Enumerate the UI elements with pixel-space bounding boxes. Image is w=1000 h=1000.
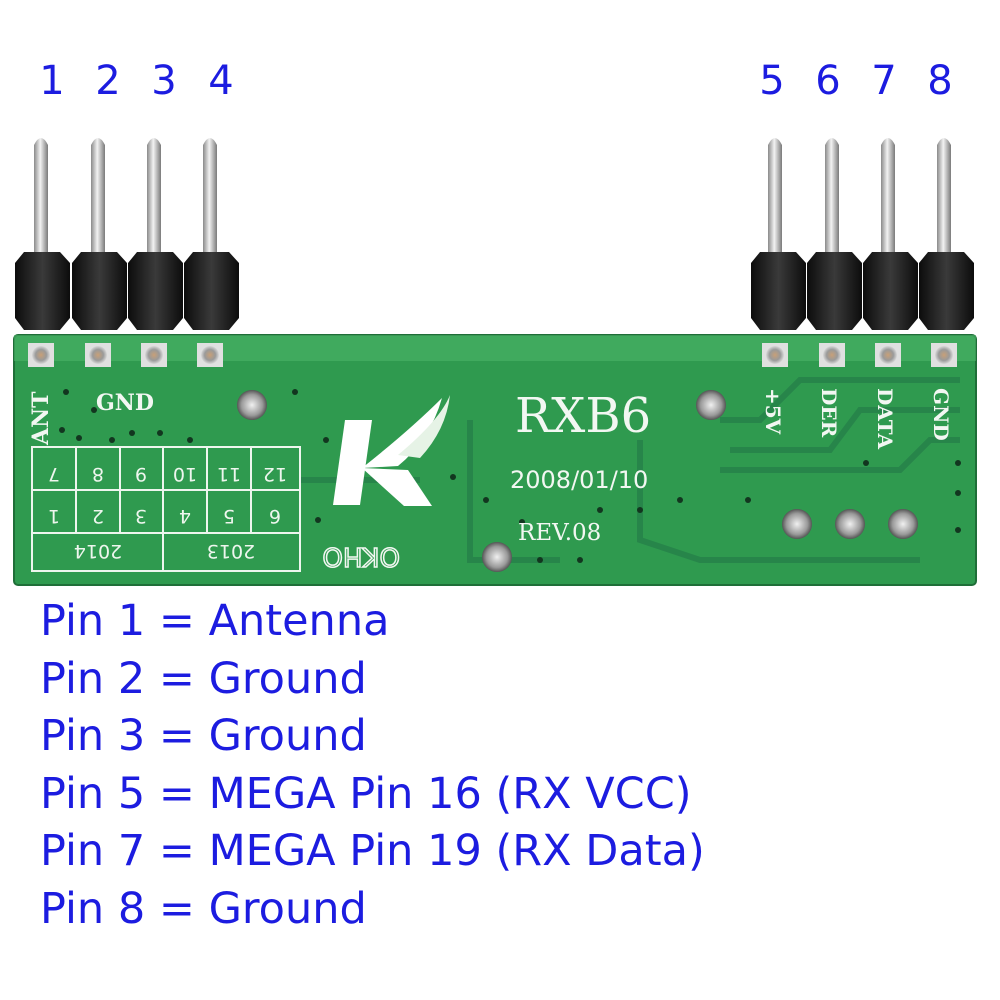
pin-label-der: DER [817,388,841,438]
header-block-left [15,252,239,330]
rxb6-module-illustration: ANT GND 7 8 9 10 11 12 1 2 3 4 5 6 2014 … [13,138,977,586]
pin-label-5v: +5V [761,388,785,435]
grid-number-12: 12 [263,463,287,485]
ant-label: ANT [28,391,54,446]
grid-number-10: 10 [173,463,197,485]
mounting-screws [237,390,918,572]
pin-number-3: 3 [151,58,177,104]
grid-number-7: 7 [48,463,60,485]
pin-number-7: 7 [871,58,897,104]
component-grid [31,446,301,572]
grid-number-11: 11 [217,463,241,485]
pin-number-1: 1 [39,58,65,104]
pcb-vias [59,389,961,563]
pin-description: Pin 3 = Ground [40,711,367,761]
grid-number-9: 9 [135,463,147,485]
solder-pads [28,343,957,367]
grid-number-3: 3 [135,505,147,527]
k-logo [333,395,450,506]
revision-label: REV.08 [518,520,601,546]
pin-description: Pin 1 = Antenna [40,596,390,646]
model-label: RXB6 [515,388,651,444]
grid-number-8: 8 [92,463,104,485]
pin-number-6: 6 [815,58,841,104]
stamp-text: OKHO [322,541,400,571]
pin-number-4: 4 [208,58,234,104]
pin-number-8: 8 [927,58,953,104]
pin-description-list: Pin 1 = Antenna Pin 2 = Ground Pin 3 = G… [40,593,705,938]
grid-year-2014: 2014 [74,540,122,562]
grid-number-2: 2 [92,505,104,527]
pin-label-data: DATA [873,388,897,450]
pin-label-gnd: GND [929,388,953,441]
pin-number-2: 2 [95,58,121,104]
pin-description: Pin 8 = Ground [40,883,367,934]
gnd-left-label: GND [96,390,154,416]
grid-number-4: 4 [179,505,191,527]
pcb-traces [300,377,960,563]
header-block-right [751,252,974,330]
pin-number-5: 5 [759,58,785,104]
component-grid-numbers: 7 8 9 10 11 12 1 2 3 4 5 6 2014 2013 [48,463,287,562]
grid-number-5: 5 [223,505,235,527]
right-pin-labels: +5V DER DATA GND [761,388,953,450]
grid-number-6: 6 [269,505,281,527]
date-label: 2008/01/10 [510,466,648,494]
grid-year-2013: 2013 [207,540,255,562]
pin-description: Pin 2 = Ground [40,653,367,704]
grid-number-1: 1 [48,505,60,527]
pin-description: Pin 5 = MEGA Pin 16 (RX VCC) [40,768,692,819]
pin-description: Pin 7 = MEGA Pin 19 (RX Data) [40,826,705,876]
